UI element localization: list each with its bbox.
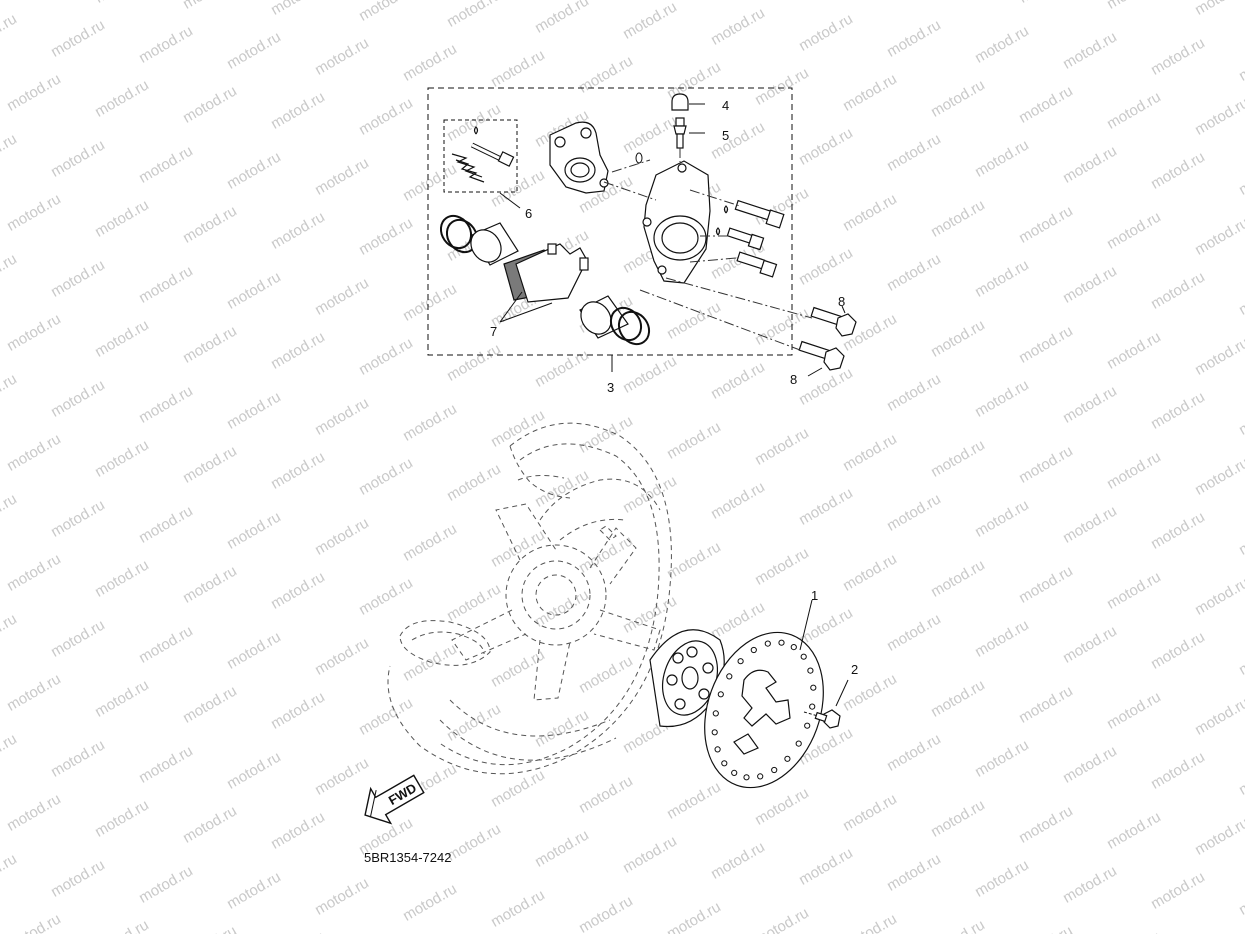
disc-hole: [795, 740, 802, 747]
disc-hole: [809, 703, 816, 710]
callout-3: 3: [607, 380, 614, 395]
disc-hole: [721, 760, 728, 767]
bleed-screw: [673, 117, 687, 149]
disc-hole: [714, 746, 721, 753]
disc-hole: [743, 774, 750, 781]
bleed-cap: [671, 93, 689, 111]
disc-hole: [807, 667, 814, 674]
disc-hole: [771, 766, 778, 774]
disc-hole: [717, 691, 724, 698]
disc-hole: [764, 640, 771, 647]
disc-hole: [711, 729, 718, 736]
disc-hub-adapter: [649, 629, 725, 728]
callout-7: 7: [490, 324, 497, 339]
callout-4: 4: [722, 98, 729, 113]
brake-disc-holes: [711, 639, 817, 781]
disc-hole: [784, 755, 791, 762]
mounting-bolt-lower: [798, 340, 845, 371]
disc-hole: [712, 710, 719, 717]
disc-hole: [790, 644, 797, 651]
brake-pads: [503, 243, 589, 303]
disc-hole: [800, 653, 807, 660]
o-ring-small: [635, 152, 643, 164]
pin-kit-box: [443, 119, 518, 193]
callout-8-lower: 8: [790, 372, 797, 387]
disc-hole: [778, 639, 785, 646]
disc-hole: [731, 769, 738, 777]
callout-6: 6: [525, 206, 532, 221]
disc-hole: [810, 684, 817, 691]
callout-5: 5: [722, 128, 729, 143]
disc-hole: [804, 722, 811, 729]
fwd-arrow-icon: FWD: [364, 774, 425, 825]
disc-bolt: [814, 709, 841, 729]
piston-seal-right: [609, 306, 651, 346]
callout-2: 2: [851, 662, 858, 677]
disc-hole: [757, 773, 764, 780]
mounting-bolt-upper: [810, 306, 857, 337]
callout-8-upper: 8: [838, 294, 845, 309]
disc-hole: [750, 646, 757, 654]
disc-hole: [726, 673, 733, 680]
caliper-bracket: [549, 121, 609, 194]
caliper-bolts: [715, 199, 785, 278]
callout-1: 1: [811, 588, 818, 603]
piston-left: [470, 222, 519, 266]
brake-disc: [704, 631, 824, 789]
assembly-guide-lines: [603, 148, 813, 351]
piston-right: [579, 295, 629, 339]
pin-kit: [451, 126, 515, 183]
caliper-body: [642, 160, 711, 284]
disc-hole: [737, 658, 744, 665]
wheel-phantom: [387, 422, 672, 775]
diagram-code: 5BR1354-7242: [364, 850, 451, 865]
caliper-assembly-box: [427, 87, 793, 356]
